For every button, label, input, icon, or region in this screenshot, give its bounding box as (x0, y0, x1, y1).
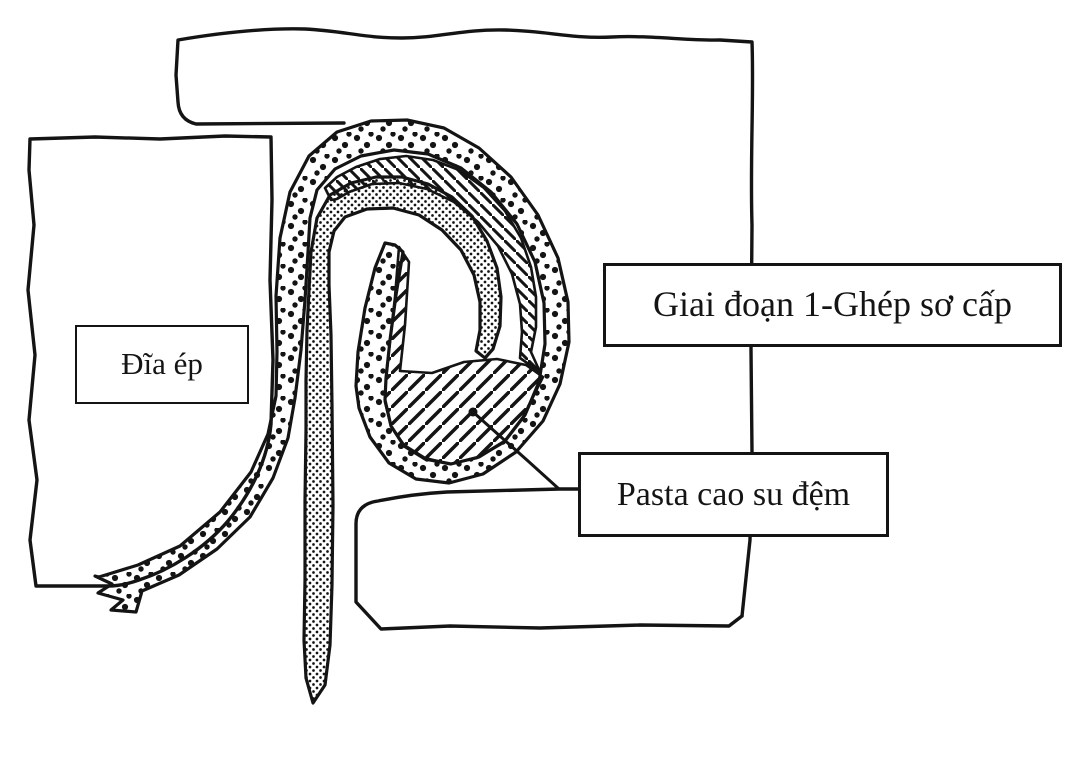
sealant-label: Pasta cao su đệm (616, 475, 851, 513)
roll-upper-shape (174, 27, 755, 618)
can-end-curl (93, 118, 571, 614)
sealant-label-box: Pasta cao su đệm (578, 452, 889, 537)
can-body-wall (302, 175, 503, 705)
stage-label-box: Giai đoạn 1-Ghép sơ cấp (603, 263, 1062, 347)
chuck-label: Đĩa ép (121, 346, 203, 382)
stage-label: Giai đoạn 1-Ghép sơ cấp (653, 284, 1012, 325)
chuck-label-box: Đĩa ép (75, 325, 249, 404)
roll-lower-shape (354, 487, 744, 631)
sealant-leader (468, 407, 580, 491)
leader-line (471, 410, 580, 491)
